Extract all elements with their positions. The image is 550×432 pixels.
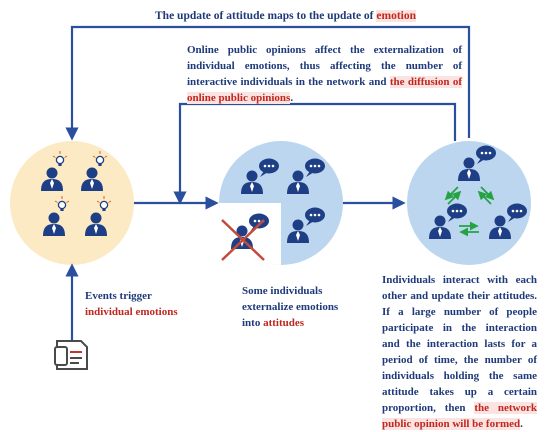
crossed-person-icon (221, 213, 269, 261)
circle-events (10, 141, 134, 265)
feedback-arrow-emotion (65, 25, 471, 141)
feedback-emotion-label: The update of attitude maps to the updat… (155, 10, 416, 22)
document-icon (54, 340, 88, 370)
feedback-arrow-opinion (173, 102, 457, 205)
opinion-influence-text: Online public opinions affect the extern… (187, 44, 462, 104)
interaction-text: Individuals interact with each other and… (382, 274, 537, 430)
green-exchange-arrow-icon (444, 186, 495, 237)
